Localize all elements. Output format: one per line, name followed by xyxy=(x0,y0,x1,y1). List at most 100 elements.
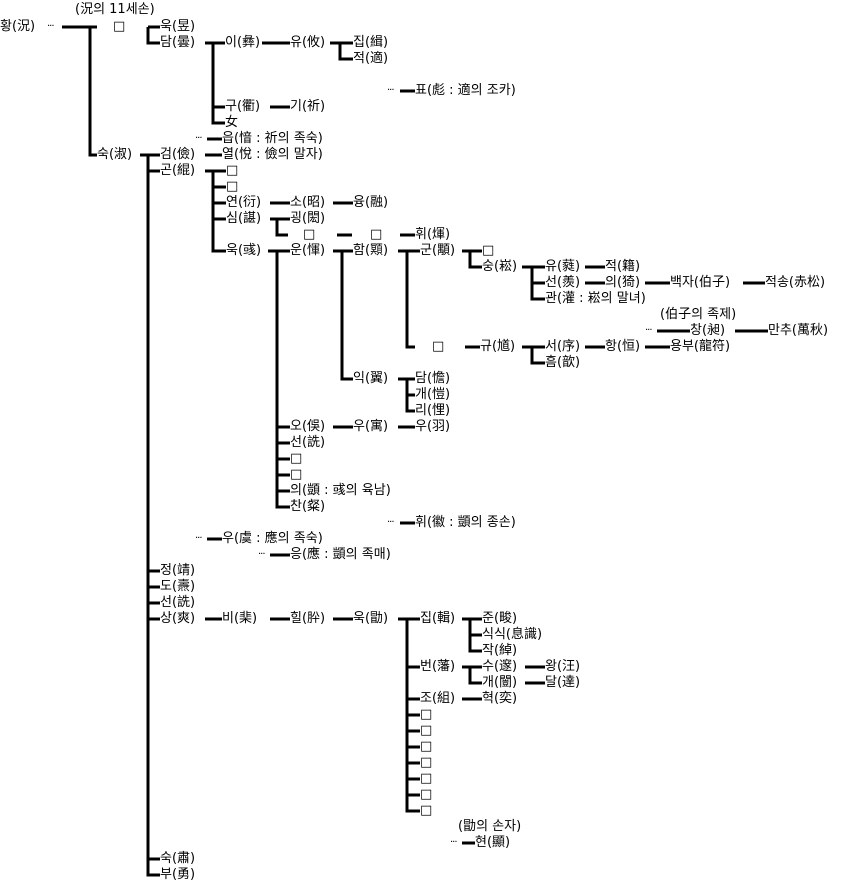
person-node: 리(悝) xyxy=(415,403,451,418)
unknown-person-box: □ xyxy=(290,451,303,466)
person-node: 작(綽) xyxy=(482,643,518,658)
ellipsis: ··· xyxy=(387,85,394,96)
person-node: 준(畯) xyxy=(482,611,518,626)
person-node: 운(惲) xyxy=(290,243,326,258)
unknown-person-box: □ xyxy=(420,707,433,722)
ellipsis: ··· xyxy=(645,325,652,336)
person-node: 담(憺) xyxy=(415,371,451,386)
person-node: 집(緝) xyxy=(353,35,389,50)
person-node: 정(靖) xyxy=(160,563,196,578)
unknown-person-box: □ xyxy=(482,243,495,258)
person-node: 휘(徽 : 顗의 종손) xyxy=(415,515,516,530)
unknown-person-box: □ xyxy=(420,739,433,754)
person-node: 욱(昱) xyxy=(160,19,196,34)
unknown-person-box: □ xyxy=(370,227,383,242)
unknown-person-box: □ xyxy=(420,803,433,818)
person-node: 수(邃) xyxy=(482,659,518,674)
person-node: 의(猗) xyxy=(605,275,641,290)
person-node: 함(䫤) xyxy=(353,243,389,258)
person-node: 우(寓) xyxy=(353,419,389,434)
unknown-person-box: □ xyxy=(420,771,433,786)
ellipsis: ··· xyxy=(195,133,202,144)
person-node: 부(勇) xyxy=(160,867,196,882)
person-node: 비(棐) xyxy=(222,611,258,626)
generation-note: (況의 11세손) xyxy=(75,2,155,17)
person-node: 조(組) xyxy=(420,691,456,706)
relation-note: (伯子의 족제) xyxy=(660,307,737,322)
person-node: 적송(赤松) xyxy=(765,275,826,290)
person-node: 선(羨) xyxy=(545,275,581,290)
person-node: 만추(萬秋) xyxy=(768,323,829,338)
person-node: 심(諶) xyxy=(226,211,262,226)
person-node: 식식(息識) xyxy=(482,627,543,642)
person-node: 선(詵) xyxy=(290,435,326,450)
person-node: 곤(緄) xyxy=(160,163,196,178)
person-node: 욱(勖) xyxy=(353,611,389,626)
person-node: 의(顗 : 彧의 육남) xyxy=(290,483,391,498)
unknown-person-box: □ xyxy=(303,227,316,242)
person-node: 개(闓) xyxy=(482,675,518,690)
ellipsis: ··· xyxy=(195,533,202,544)
person-node: 숙(肅) xyxy=(160,851,196,866)
person-node: 번(藩) xyxy=(420,659,456,674)
person-node: 상(爽) xyxy=(160,611,196,626)
person-node: 굉(閎) xyxy=(290,211,326,226)
person-node: 우(羽) xyxy=(415,419,451,434)
unknown-person-box: □ xyxy=(226,163,239,178)
person-node: 女 xyxy=(225,115,239,130)
person-node: 우(虞 : 應의 족숙) xyxy=(222,531,323,546)
relation-note: (勖의 손자) xyxy=(458,819,522,834)
person-node: 휘(煇) xyxy=(415,227,451,242)
person-node: 숭(崧) xyxy=(482,259,518,274)
person-node: 관(灌 : 崧의 말녀) xyxy=(545,291,646,306)
unknown-person-box: □ xyxy=(420,755,433,770)
person-node: 집(輯) xyxy=(420,611,456,626)
person-node: 용부(龍符) xyxy=(670,339,731,354)
person-node: 오(俁) xyxy=(290,419,326,434)
person-node: 구(衢) xyxy=(225,99,261,114)
person-node: 욱(彧) xyxy=(226,243,262,258)
person-node: 연(衍) xyxy=(226,195,262,210)
person-node: 서(序) xyxy=(545,339,581,354)
person-node: 열(悅 : 儉의 말자) xyxy=(222,147,323,162)
person-node: 백자(伯子) xyxy=(670,275,731,290)
person-node: 항(恒) xyxy=(605,339,641,354)
person-node: 숙(淑) xyxy=(97,147,133,162)
person-node: 소(昭) xyxy=(290,195,326,210)
person-node: 창(昶) xyxy=(690,323,726,338)
person-node: 현(顯) xyxy=(475,835,511,850)
person-node: 기(祈) xyxy=(290,99,326,114)
person-node: 달(達) xyxy=(545,675,581,690)
person-node: 적(適) xyxy=(353,51,389,66)
unknown-person-box: □ xyxy=(420,723,433,738)
person-node: 규(馗) xyxy=(480,339,516,354)
person-node: 왕(汪) xyxy=(545,659,581,674)
person-node: 힐(肸) xyxy=(290,611,326,626)
ellipsis: ··· xyxy=(47,21,54,32)
person-node: 개(愷) xyxy=(415,387,451,402)
person-node: 흠(歆) xyxy=(545,355,581,370)
person-node: 검(儉) xyxy=(160,147,196,162)
unknown-person-box: □ xyxy=(432,339,445,354)
person-node: 담(曇) xyxy=(160,35,196,50)
person-node: 응(應 : 顗의 족매) xyxy=(290,547,391,562)
person-node: 유(攸) xyxy=(290,35,326,50)
person-node: 읍(愔 : 祈의 족숙) xyxy=(222,131,323,146)
ellipsis: ··· xyxy=(258,549,265,560)
person-node: 유(蕤) xyxy=(545,259,581,274)
unknown-person-box: □ xyxy=(113,19,126,34)
person-node: 적(籍) xyxy=(605,259,641,274)
person-node: 선(詵) xyxy=(160,595,196,610)
person-node: 익(翼) xyxy=(353,371,389,386)
ellipsis: ··· xyxy=(387,517,394,528)
unknown-person-box: □ xyxy=(420,787,433,802)
person-node: 표(彪 : 適의 조카) xyxy=(415,83,516,98)
person-node: 융(融) xyxy=(353,195,389,210)
ellipsis: ··· xyxy=(450,837,457,848)
person-node: 황(況) xyxy=(0,19,36,34)
person-node: 이(彝) xyxy=(225,35,261,50)
unknown-person-box: □ xyxy=(226,179,239,194)
person-node: 군(顒) xyxy=(420,243,456,258)
